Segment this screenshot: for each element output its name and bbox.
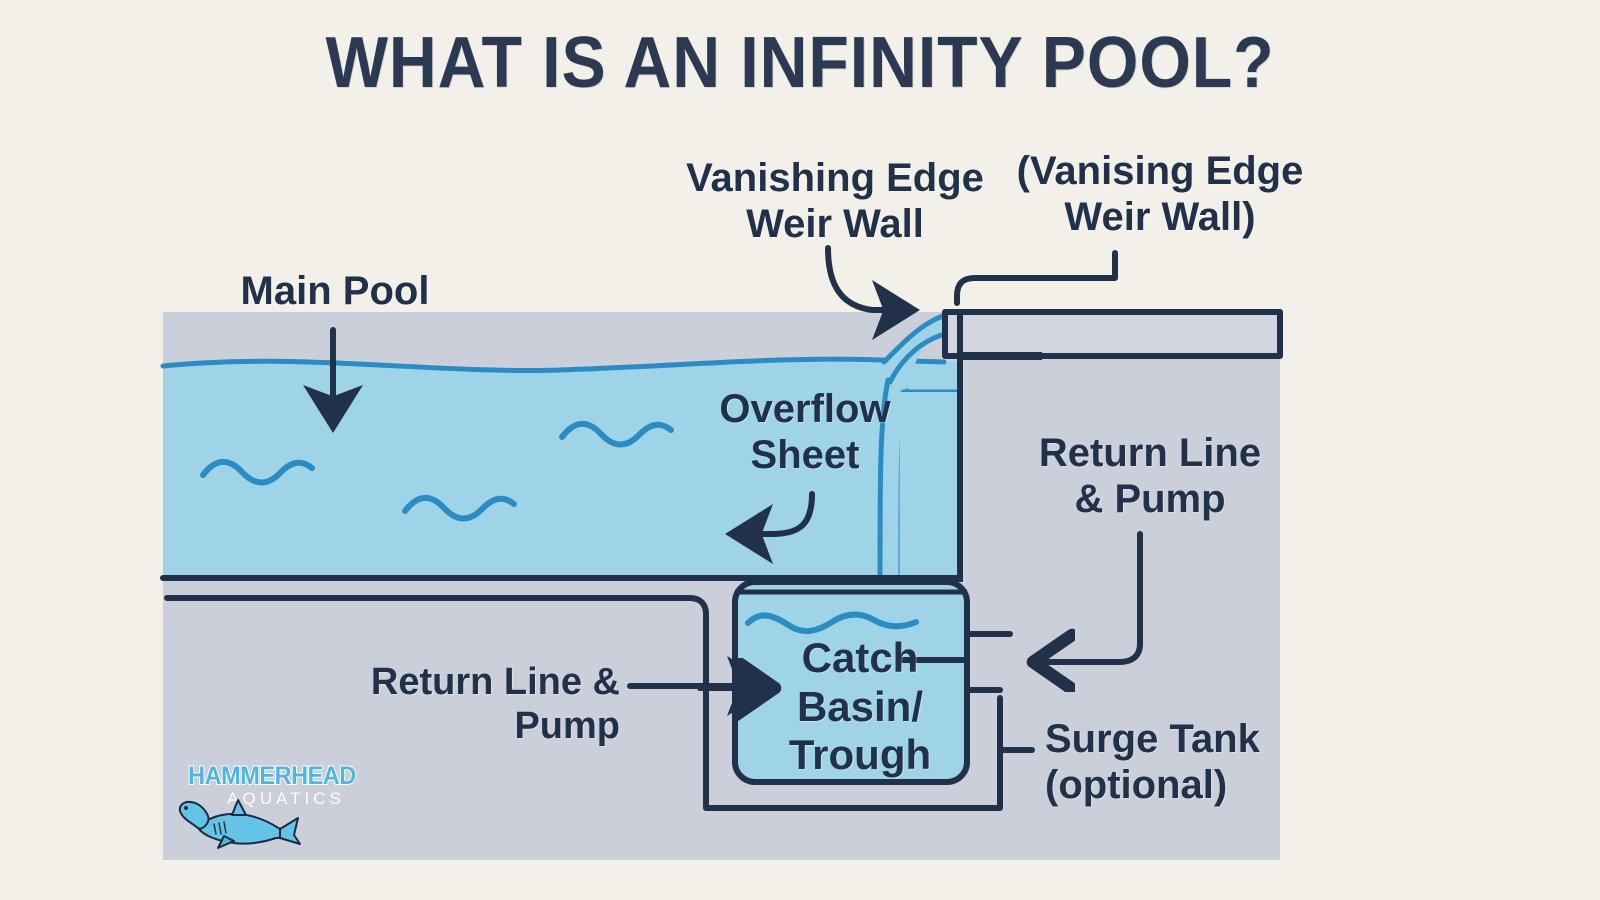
hammerhead-shark-icon (178, 799, 301, 849)
leader-return-line-right (1036, 531, 1143, 662)
vanishing-edge-weir-wall (942, 309, 1283, 582)
page-title: WHAT IS AN INFINITY POOL? (325, 23, 1275, 103)
label-vanishing-edge-weir-wall: Vanishing Edge Weir Wall (686, 156, 984, 247)
label-overflow-sheet: Overflow Sheet (719, 387, 891, 478)
label-surge-tank: Surge Tank (optional) (1045, 717, 1260, 808)
basin-wave-mark (745, 611, 919, 635)
water-surface-line (160, 356, 947, 373)
logo-wordmark: HAMMERHEAD (187, 761, 357, 791)
label-catch-basin-trough: Catch Basin/ Trough (788, 634, 932, 779)
leader-overflow-sheet (725, 491, 815, 564)
logo-subtext: AQUATICS (227, 789, 345, 808)
label-main-pool: Main Pool (240, 269, 430, 313)
leader-vanishing-edge-alt (954, 250, 1118, 306)
brand-logo: HAMMERHEAD AQUATICS (172, 761, 372, 852)
label-return-line-and-pump-right: Return Line & Pump (1038, 431, 1262, 522)
water-wave-marks (200, 420, 674, 522)
leader-vanishing-edge (825, 245, 920, 340)
label-vanishing-edge-weir-wall-alt: (Vanising Edge Weir Wall) (1016, 149, 1304, 240)
label-return-line-and-pump-left: Return Line & Pump (370, 661, 620, 748)
plumbing-lines (164, 595, 1013, 811)
